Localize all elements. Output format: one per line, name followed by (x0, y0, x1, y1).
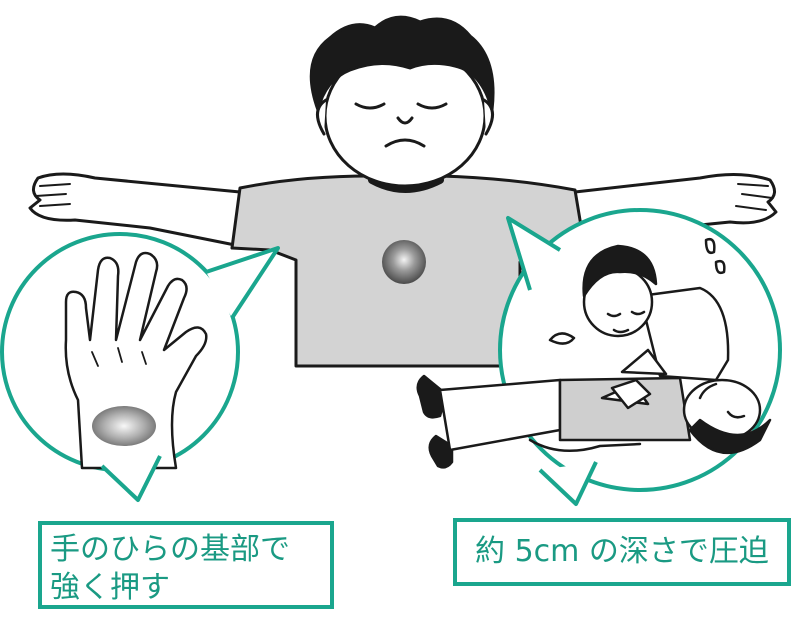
palm-caption-line-1: 手のひらの基部で (50, 532, 290, 567)
palm-caption-line-2: 強く押す (50, 570, 170, 605)
left-arm (28, 172, 242, 248)
palm-heel-mark (92, 406, 156, 446)
depth-instruction-caption: 約 5cm の深さで圧迫 (453, 518, 791, 586)
hair (309, 15, 495, 112)
palm-instruction-caption: 手のひらの基部で 強く押す (38, 521, 334, 609)
kneeling-rescuer-icon (548, 238, 730, 410)
palm-detail-bubble (0, 232, 280, 502)
compression-detail-bubble (416, 208, 782, 506)
depth-caption-text: 約 5cm の深さで圧迫 (475, 534, 769, 569)
compression-point (382, 240, 426, 284)
lying-person-icon (416, 374, 772, 469)
